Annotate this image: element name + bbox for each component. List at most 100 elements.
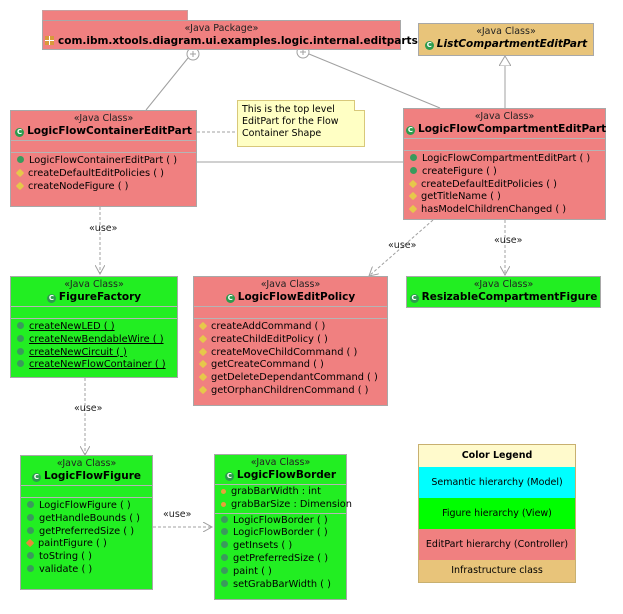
public-method-icon bbox=[27, 526, 34, 534]
private-method-icon bbox=[25, 539, 35, 548]
dependency-edge-compartment-policy bbox=[369, 219, 434, 276]
package-box[interactable]: «Java Package» com.ibm.xtools.diagram.ui… bbox=[42, 20, 418, 50]
class-icon: C bbox=[424, 41, 434, 50]
class-name: LogicFlowEditPolicy bbox=[237, 291, 356, 303]
package-stereotype: «Java Package» bbox=[184, 23, 259, 34]
operation-row[interactable]: createDefaultEditPolicies ( ) bbox=[404, 179, 605, 192]
operation-row[interactable]: validate ( ) bbox=[21, 564, 152, 577]
class-name: FigureFactory bbox=[58, 291, 142, 303]
operation-row[interactable]: getCreateCommand ( ) bbox=[194, 359, 387, 372]
note-box[interactable]: This is the top level EditPart for the F… bbox=[237, 100, 365, 147]
public-method-icon bbox=[221, 515, 228, 523]
operation-row[interactable]: createNewLED ( ) bbox=[11, 321, 177, 334]
operation-row[interactable]: paintFigure ( ) bbox=[21, 538, 152, 551]
operations-compartment: LogicFlowBorder ( ) LogicFlowBorder ( ) … bbox=[215, 512, 346, 595]
public-method-icon bbox=[17, 334, 24, 342]
class-icon: C bbox=[224, 472, 234, 481]
operation-row[interactable]: createDefaultEditPolicies ( ) bbox=[11, 168, 196, 181]
class-icon: C bbox=[32, 473, 41, 482]
public-method-icon bbox=[17, 322, 24, 329]
operation-row[interactable]: LogicFlowBorder ( ) bbox=[215, 515, 346, 528]
operation-row[interactable]: getHandleBounds ( ) bbox=[21, 513, 152, 526]
operation-row[interactable]: getPreferredSize ( ) bbox=[215, 553, 346, 566]
class-stereotype: «Java Class» bbox=[250, 457, 311, 468]
public-method-icon bbox=[221, 528, 228, 536]
use-label-compartment-resizable: «use» bbox=[494, 235, 523, 246]
operation-row[interactable]: getDeleteDependantCommand ( ) bbox=[194, 372, 387, 385]
color-legend: Color Legend Semantic hierarchy (Model) … bbox=[418, 444, 576, 583]
class-icon: C bbox=[406, 126, 415, 135]
operation-row[interactable]: createNewBendableWire ( ) bbox=[11, 334, 177, 347]
field-icon bbox=[221, 501, 226, 507]
containment-edge-container bbox=[145, 47, 200, 111]
attributes-compartment bbox=[11, 306, 177, 318]
operation-row[interactable]: paint ( ) bbox=[215, 566, 346, 579]
operation-row[interactable]: getTitleName ( ) bbox=[404, 191, 605, 204]
public-method-icon bbox=[27, 552, 34, 560]
operation-row[interactable]: createAddCommand ( ) bbox=[194, 321, 387, 334]
attributes-compartment: grabBarWidth : int grabBarSize : Dimensi… bbox=[215, 484, 352, 513]
operation-row[interactable]: createMoveChildCommand ( ) bbox=[194, 347, 387, 360]
class-name: LogicFlowBorder bbox=[236, 469, 337, 481]
class-icon: C bbox=[225, 294, 235, 303]
operation-row[interactable]: LogicFlowFigure ( ) bbox=[21, 500, 152, 513]
protected-method-icon bbox=[198, 372, 208, 382]
legend-entry-view: Figure hierarchy (View) bbox=[419, 498, 575, 529]
attribute-row[interactable]: grabBarSize : Dimension bbox=[215, 499, 352, 512]
class-icon: C bbox=[46, 294, 56, 303]
protected-method-icon bbox=[408, 192, 418, 201]
operation-row[interactable]: createNewFlowContainer ( ) bbox=[11, 359, 177, 372]
attributes-compartment bbox=[404, 138, 605, 150]
operation-row[interactable]: createNodeFigure ( ) bbox=[11, 181, 196, 194]
operation-row[interactable]: LogicFlowContainerEditPart ( ) bbox=[11, 155, 196, 168]
operation-row[interactable]: toString ( ) bbox=[21, 551, 152, 564]
operations-compartment: LogicFlowCompartmentEditPart ( ) createF… bbox=[404, 150, 605, 220]
protected-method-icon bbox=[408, 204, 418, 214]
note-line: EditPart for the Flow bbox=[242, 116, 339, 127]
protected-method-icon bbox=[198, 321, 208, 331]
class-stereotype: «Java Class» bbox=[64, 279, 124, 290]
operation-row[interactable]: LogicFlowCompartmentEditPart ( ) bbox=[404, 153, 605, 166]
class-stereotype: «Java Class» bbox=[474, 111, 535, 122]
operation-row[interactable]: createNewCircuit ( ) bbox=[11, 347, 177, 360]
class-name: LogicFlowFigure bbox=[44, 470, 141, 482]
use-label-factory-figure: «use» bbox=[74, 403, 103, 414]
package-icon bbox=[45, 36, 54, 45]
operations-compartment: createAddCommand ( ) createChildEditPoli… bbox=[194, 318, 387, 401]
public-method-icon bbox=[221, 579, 228, 587]
operation-row[interactable]: getOrphanChildrenCommand ( ) bbox=[194, 385, 387, 398]
class-stereotype: «Java Class» bbox=[473, 279, 534, 290]
public-method-icon bbox=[17, 347, 24, 355]
note-fold-corner bbox=[354, 100, 365, 111]
legend-entry-model: Semantic hierarchy (Model) bbox=[419, 467, 575, 498]
class-name: LogicFlowCompartmentEditPart bbox=[418, 123, 607, 135]
operation-row[interactable]: getInsets ( ) bbox=[215, 540, 346, 553]
public-method-icon bbox=[221, 553, 228, 561]
operation-row[interactable]: createFigure ( ) bbox=[404, 166, 605, 179]
use-label-container-factory: «use» bbox=[89, 223, 118, 234]
operation-row[interactable]: setGrabBarWidth ( ) bbox=[215, 579, 346, 592]
protected-method-icon bbox=[15, 168, 25, 178]
legend-title: Color Legend bbox=[419, 445, 575, 467]
class-icon: C bbox=[15, 128, 25, 137]
operation-row[interactable]: hasModelChildrenChanged ( ) bbox=[404, 204, 605, 217]
class-stereotype: «Java Class» bbox=[260, 279, 321, 290]
operation-row[interactable]: createChildEditPolicy ( ) bbox=[194, 334, 387, 347]
class-icon: C bbox=[409, 294, 419, 303]
operation-row[interactable]: getPreferredSize ( ) bbox=[21, 526, 152, 539]
field-icon bbox=[221, 489, 226, 494]
protected-method-icon bbox=[408, 179, 418, 188]
operations-compartment: LogicFlowFigure ( ) getHandleBounds ( ) … bbox=[21, 497, 152, 580]
legend-entry-controller: EditPart hierarchy (Controller) bbox=[419, 529, 575, 560]
operation-row[interactable]: LogicFlowBorder ( ) bbox=[215, 527, 346, 540]
attribute-row[interactable]: grabBarWidth : int bbox=[215, 486, 346, 499]
